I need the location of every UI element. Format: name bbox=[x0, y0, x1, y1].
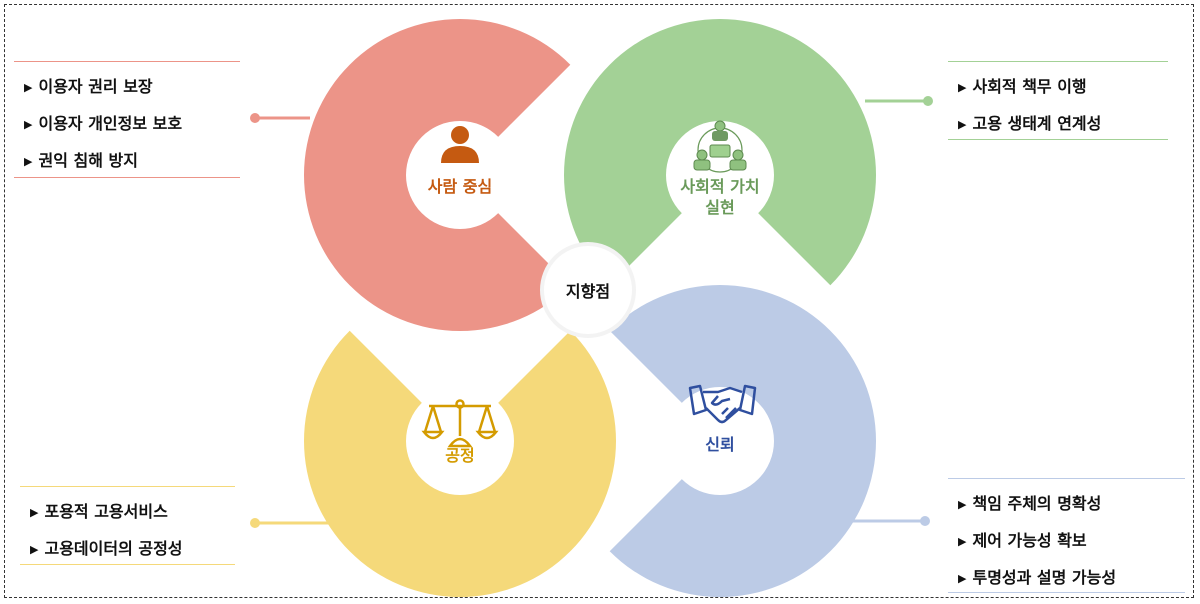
list-item: ▶ 책임 주체의 명확성 bbox=[958, 485, 1175, 522]
connector-dot-people bbox=[250, 113, 260, 123]
person-icon bbox=[441, 126, 479, 163]
title-fair: 공정 bbox=[445, 446, 475, 465]
list-item: ▶ 이용자 개인정보 보호 bbox=[24, 105, 230, 142]
items-trust: ▶ 책임 주체의 명확성 ▶ 제어 가능성 확보 ▶ 투명성과 설명 가능성 bbox=[948, 478, 1185, 593]
item-text: 권익 침해 방지 bbox=[38, 151, 138, 170]
handshake-icon bbox=[688, 384, 757, 424]
list-item: ▶ 제어 가능성 확보 bbox=[958, 522, 1175, 559]
connector-dot-trust bbox=[920, 516, 930, 526]
title-people: 사람 중심 bbox=[427, 177, 493, 196]
item-text: 고용데이터의 공정성 bbox=[44, 539, 183, 558]
bullet-icon: ▶ bbox=[958, 535, 967, 548]
bullet-icon: ▶ bbox=[958, 498, 967, 511]
title-social-line2: 실현 bbox=[705, 198, 735, 217]
connector-dot-social bbox=[923, 96, 933, 106]
ring-fair bbox=[304, 330, 616, 597]
title-social-line1: 사회적 가치 bbox=[680, 177, 760, 196]
item-text: 제어 가능성 확보 bbox=[972, 531, 1087, 550]
diagram-frame bbox=[4, 4, 1194, 598]
list-item: ▶ 이용자 권리 보장 bbox=[24, 68, 230, 105]
bullet-icon: ▶ bbox=[24, 118, 33, 131]
item-text: 사회적 책무 이행 bbox=[972, 77, 1087, 96]
list-item: ▶ 사회적 책무 이행 bbox=[958, 68, 1158, 105]
hub-people bbox=[406, 121, 514, 229]
item-text: 고용 생태계 연계성 bbox=[972, 114, 1102, 133]
item-text: 책임 주체의 명확성 bbox=[972, 494, 1102, 513]
bullet-icon: ▶ bbox=[30, 543, 39, 556]
scales-icon bbox=[421, 399, 499, 448]
ring-people bbox=[303, 19, 571, 332]
bullet-icon: ▶ bbox=[958, 81, 967, 94]
center-label: 지향점 bbox=[566, 282, 610, 301]
list-item: ▶ 고용 생태계 연계성 bbox=[958, 105, 1158, 142]
community-icon bbox=[693, 120, 747, 173]
ring-social bbox=[564, 19, 876, 286]
list-item: ▶ 투명성과 설명 가능성 bbox=[958, 559, 1175, 596]
list-item: ▶ 포용적 고용서비스 bbox=[30, 493, 225, 530]
item-text: 이용자 개인정보 보호 bbox=[38, 114, 183, 133]
bullet-icon: ▶ bbox=[958, 572, 967, 585]
list-item: ▶ 권익 침해 방지 bbox=[24, 142, 230, 179]
ring-trust bbox=[609, 285, 877, 597]
item-text: 투명성과 설명 가능성 bbox=[972, 568, 1117, 587]
bullet-icon: ▶ bbox=[24, 81, 33, 94]
hub-fair bbox=[406, 387, 514, 495]
item-text: 포용적 고용서비스 bbox=[44, 502, 168, 521]
item-text: 이용자 권리 보장 bbox=[38, 77, 153, 96]
bullet-icon: ▶ bbox=[24, 155, 33, 168]
items-people: ▶ 이용자 권리 보장 ▶ 이용자 개인정보 보호 ▶ 권익 침해 방지 bbox=[14, 61, 240, 178]
title-trust: 신뢰 bbox=[705, 435, 735, 454]
items-social: ▶ 사회적 책무 이행 ▶ 고용 생태계 연계성 bbox=[948, 61, 1168, 140]
connector-dot-fair bbox=[250, 518, 260, 528]
bullet-icon: ▶ bbox=[30, 506, 39, 519]
center-circle bbox=[540, 242, 636, 338]
items-fair: ▶ 포용적 고용서비스 ▶ 고용데이터의 공정성 bbox=[20, 486, 235, 565]
hub-social bbox=[666, 121, 774, 229]
bullet-icon: ▶ bbox=[958, 118, 967, 131]
list-item: ▶ 고용데이터의 공정성 bbox=[30, 530, 225, 567]
